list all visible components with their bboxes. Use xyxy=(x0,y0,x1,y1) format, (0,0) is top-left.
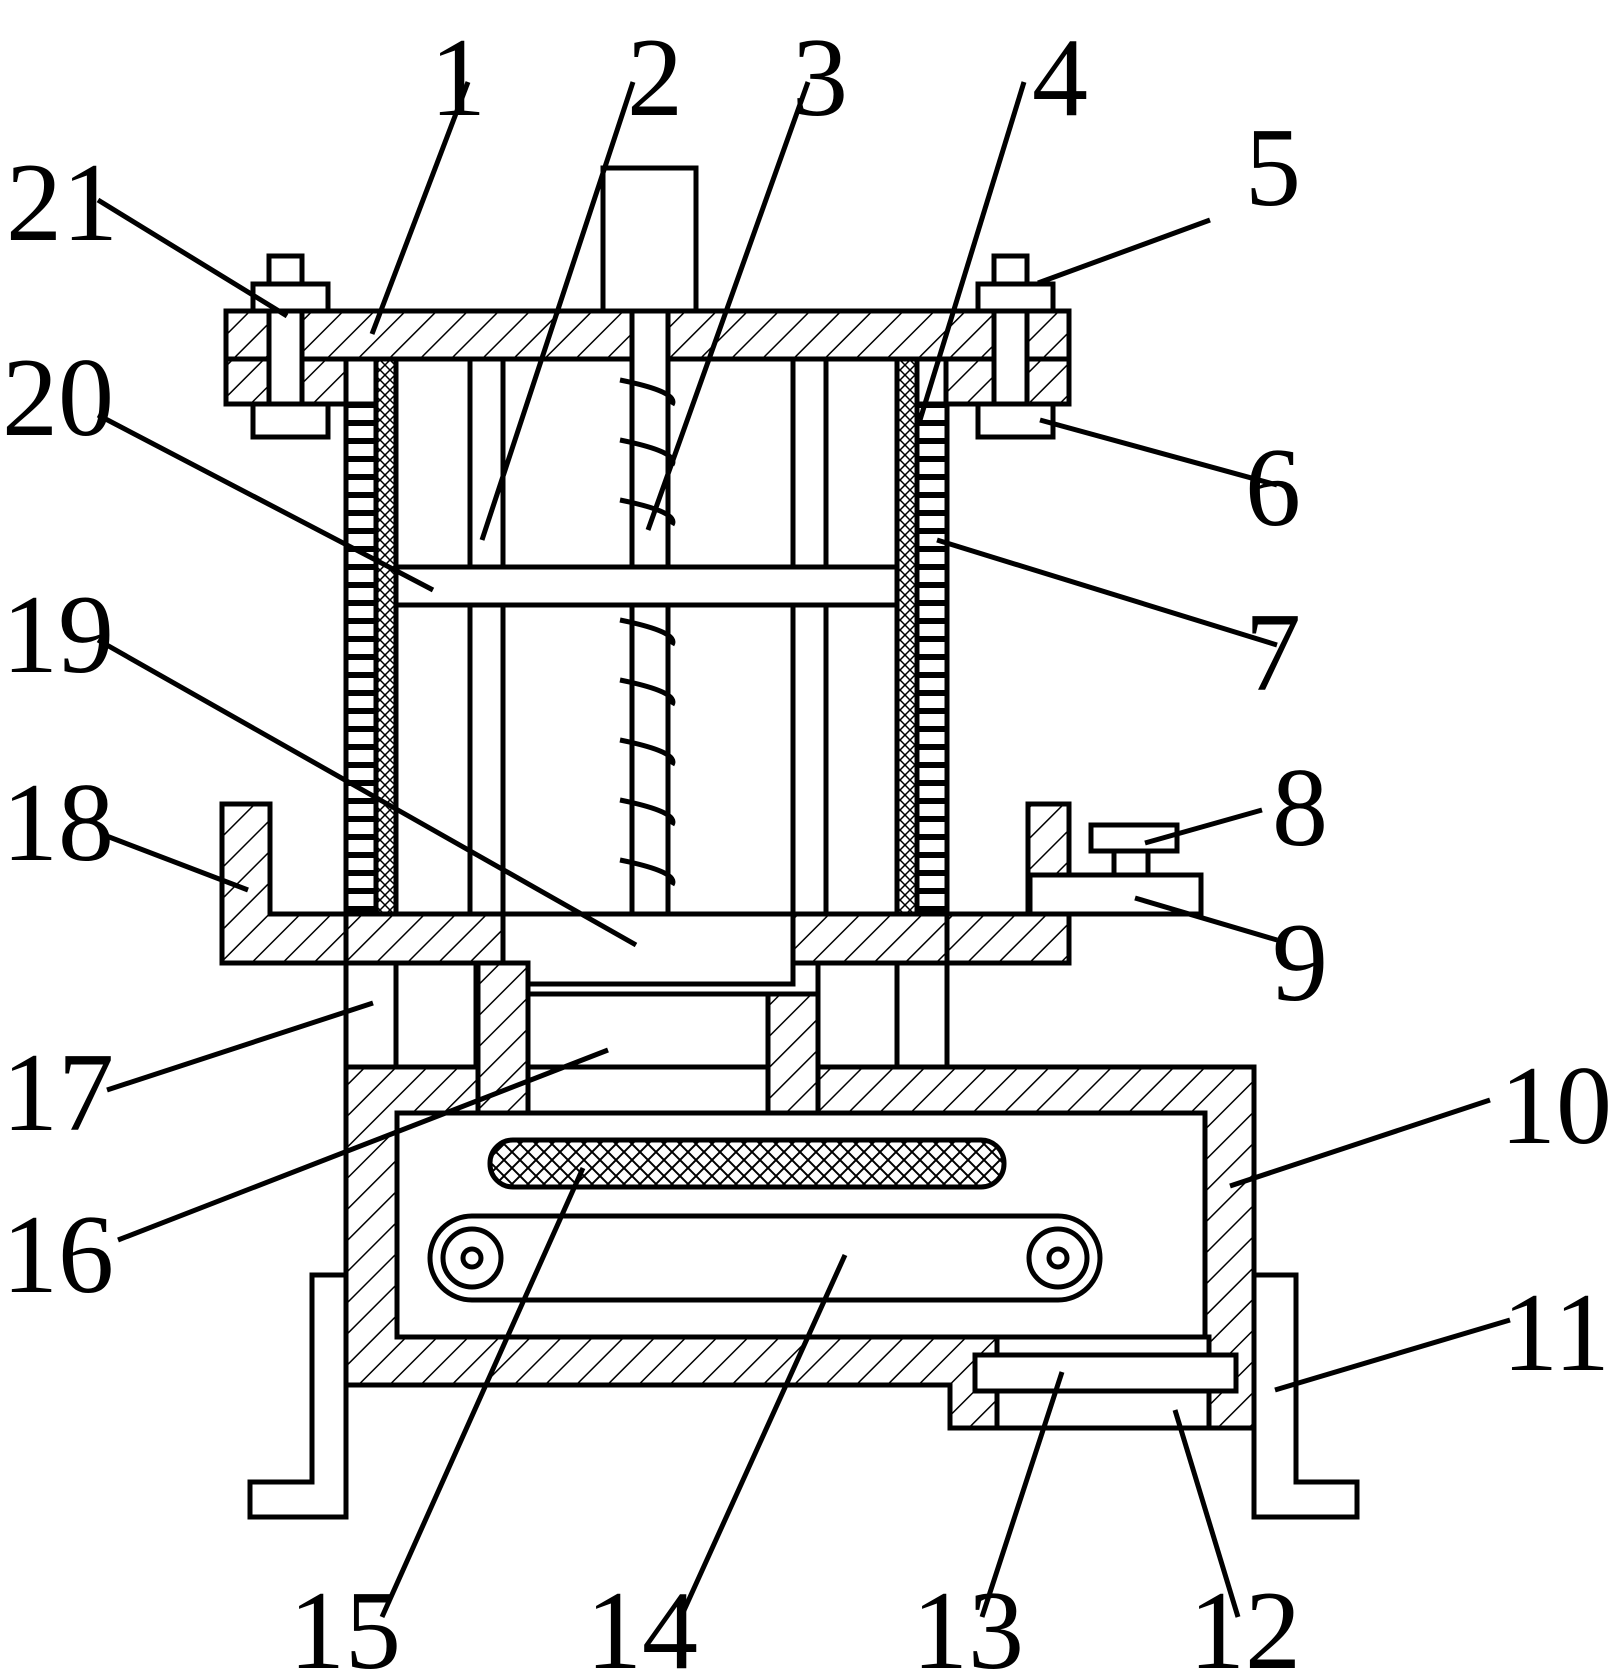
pipe-right-wall xyxy=(765,991,821,1116)
right-guide-rod xyxy=(790,356,829,917)
label-8: 8 xyxy=(1272,746,1328,870)
conveyor-belt xyxy=(427,1213,1103,1303)
press-plate xyxy=(393,564,900,608)
label-11: 11 xyxy=(1502,1271,1610,1395)
left-flange-base xyxy=(219,801,349,966)
left-heating-layer xyxy=(343,401,379,917)
label-13: 13 xyxy=(912,1569,1024,1679)
label-10: 10 xyxy=(1500,1044,1612,1168)
motor-housing xyxy=(600,165,699,314)
right-support-inner xyxy=(815,960,900,1070)
right-leg xyxy=(1251,1272,1360,1520)
left-mesh-layer xyxy=(373,356,399,917)
label-9: 9 xyxy=(1272,901,1328,1025)
label-6: 6 xyxy=(1245,426,1301,550)
label-1: 1 xyxy=(430,16,486,140)
left-bolt xyxy=(250,253,331,440)
label-16: 16 xyxy=(2,1193,114,1317)
label-5: 5 xyxy=(1245,106,1301,230)
right-mesh-layer xyxy=(894,356,920,917)
right-center-base xyxy=(790,911,950,966)
right-heating-layer xyxy=(914,401,950,917)
screw-shaft xyxy=(629,308,671,917)
drawer-handle xyxy=(972,1352,1239,1394)
label-21: 21 xyxy=(6,141,118,265)
label-17: 17 xyxy=(2,1031,114,1155)
label-18: 18 xyxy=(2,761,114,885)
left-guide-rod xyxy=(467,356,506,917)
valve-stem xyxy=(1111,848,1151,878)
center-base xyxy=(343,911,506,966)
leader-lines xyxy=(96,81,1511,1619)
label-14: 14 xyxy=(586,1569,698,1679)
label-15: 15 xyxy=(289,1569,401,1679)
reference-numerals: 1 2 3 4 5 6 7 8 9 10 11 12 13 14 15 16 1… xyxy=(2,16,1612,1679)
pipe-opening xyxy=(525,1064,771,1116)
left-support-inner xyxy=(393,960,479,1070)
filter-screen xyxy=(487,1137,1007,1190)
label-2: 2 xyxy=(627,16,683,140)
discharge-outlet xyxy=(500,911,796,987)
label-19: 19 xyxy=(2,573,114,697)
label-3: 3 xyxy=(792,16,848,140)
left-leg xyxy=(247,1272,349,1520)
label-4: 4 xyxy=(1032,16,1088,140)
left-support-column xyxy=(343,960,399,1070)
label-12: 12 xyxy=(1189,1569,1301,1679)
label-20: 20 xyxy=(2,336,114,460)
right-support-column xyxy=(894,960,950,1070)
label-7: 7 xyxy=(1245,591,1301,715)
right-flange-base xyxy=(944,911,1072,966)
